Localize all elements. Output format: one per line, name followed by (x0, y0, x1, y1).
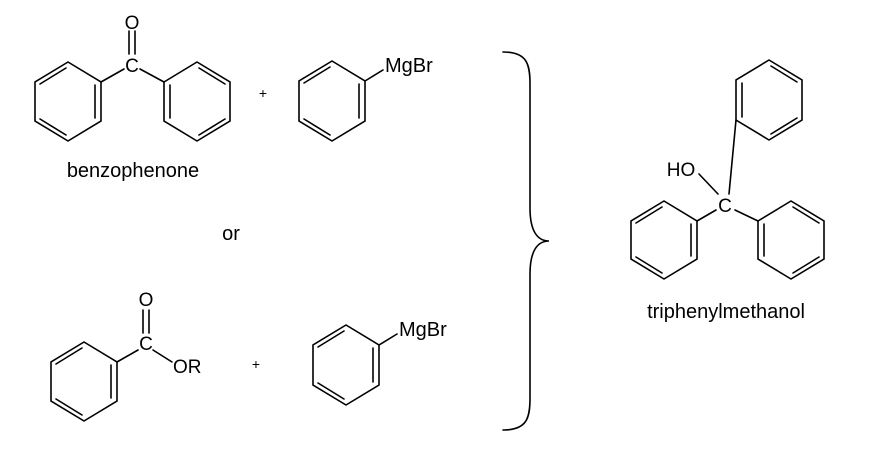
product-bond-left (696, 209, 717, 222)
grignard-label-2: MgBr (399, 319, 447, 341)
ester-or-group-label: OR (173, 357, 202, 378)
ester-carbon-label: C (139, 334, 153, 355)
convergence-brace (502, 51, 550, 431)
product-top-ring (735, 59, 803, 141)
product-left-ring (630, 200, 698, 280)
carbonyl-carbon-label: C (125, 56, 139, 77)
benzophenone-left-ring (34, 61, 102, 142)
benzophenone-label: benzophenone (67, 160, 199, 182)
plus-sign-1: + (259, 85, 267, 101)
phenylmagnesium-bromide-1 (298, 60, 384, 142)
benzophenone-right-ring (163, 61, 231, 142)
ester-alkoxy-bond (152, 349, 173, 363)
triphenylmethanol-label: triphenylmethanol (647, 301, 805, 323)
or-separator: or (222, 223, 240, 245)
ester-phenyl-ring (50, 341, 118, 422)
product-right-ring (757, 200, 825, 280)
ester-oxygen-label: O (139, 290, 154, 311)
grignard-label-1: MgBr (385, 55, 433, 77)
benzoate-ester-structure: O C OR (50, 290, 202, 422)
carbonyl-aryl-bond-left (100, 68, 125, 83)
product-bond-hydroxyl (698, 173, 719, 195)
benzophenone-structure: O C (34, 13, 231, 142)
ester-aryl-bond (116, 349, 139, 363)
plus-sign-2: + (252, 356, 260, 372)
phenylmagnesium-bromide-2 (312, 324, 398, 406)
product-bond-top (728, 119, 737, 195)
hydroxyl-label: HO (667, 160, 696, 181)
carbonyl-oxygen-label: O (125, 13, 140, 34)
central-carbon-label: C (718, 196, 732, 217)
product-bond-right (734, 209, 759, 222)
carbonyl-aryl-bond-right (139, 68, 165, 83)
triphenylmethanol-structure: HO C (630, 59, 825, 280)
